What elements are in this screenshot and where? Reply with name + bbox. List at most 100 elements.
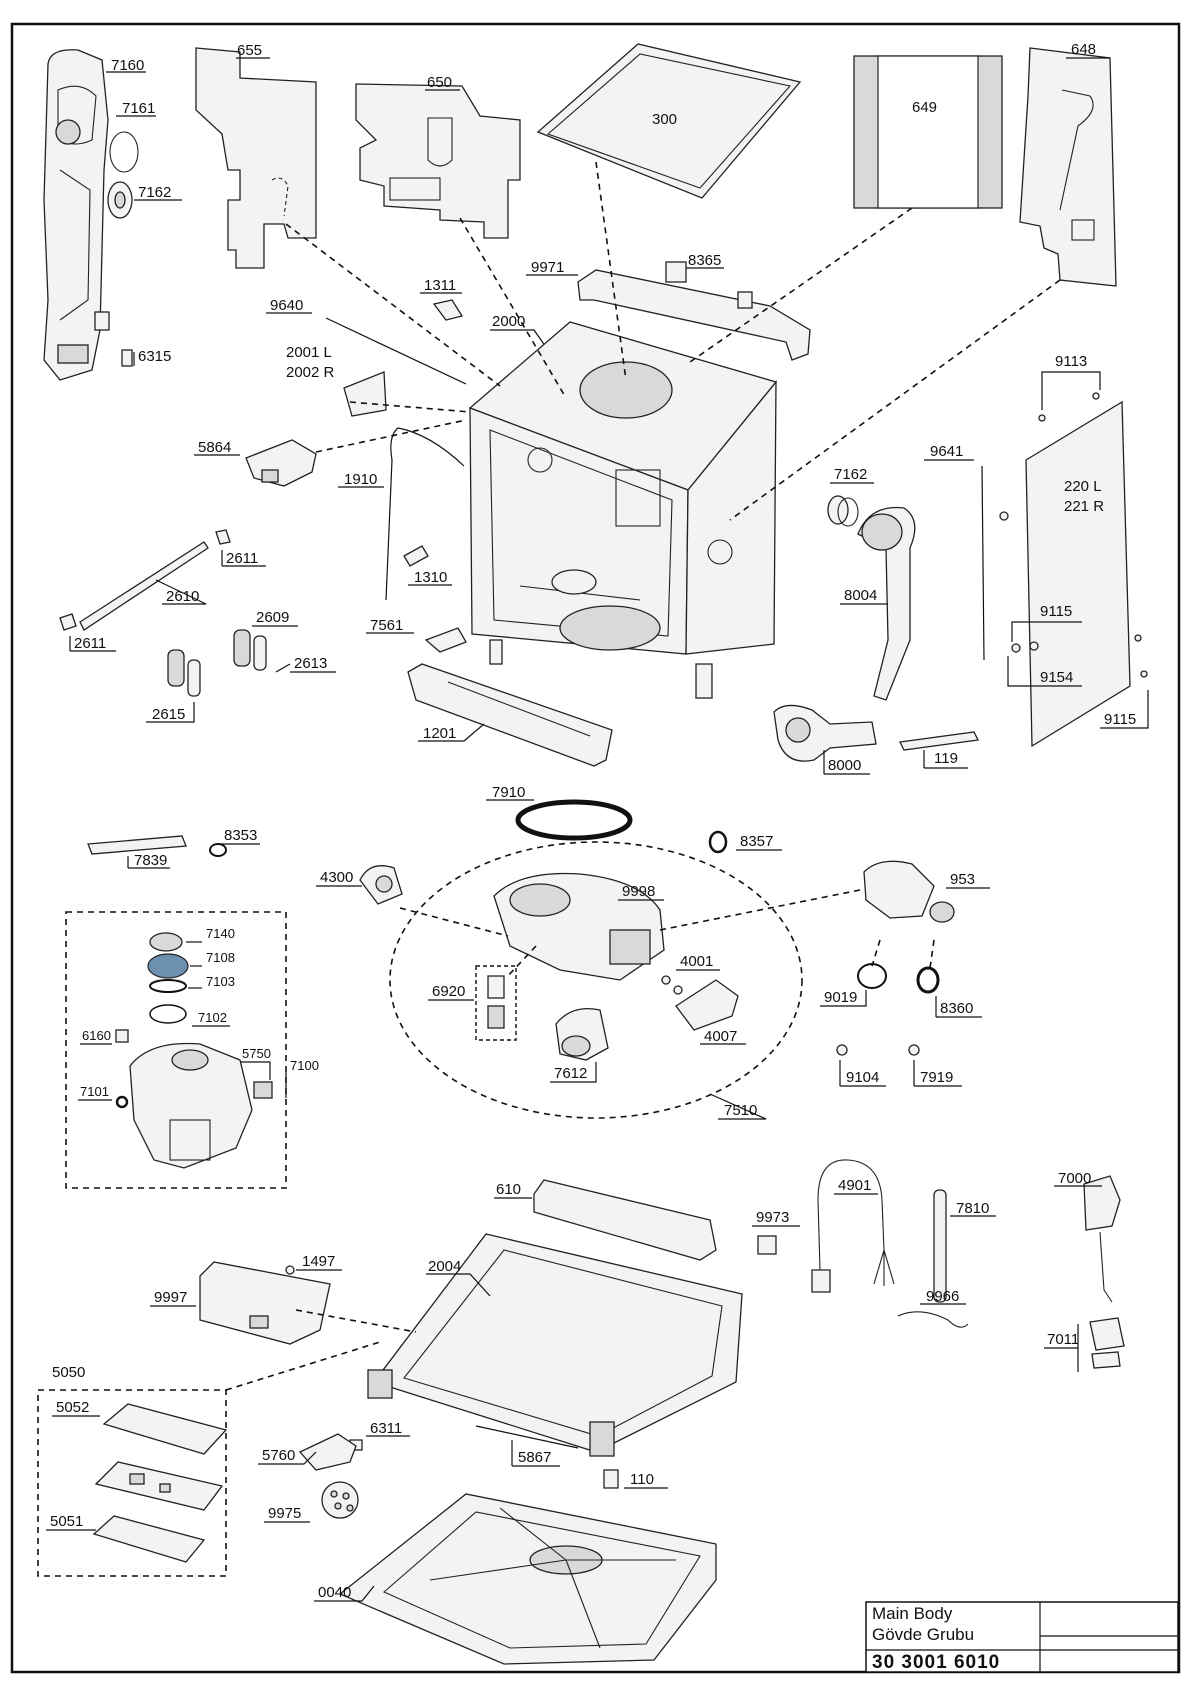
label-7000: 7000 [1058,1170,1091,1187]
label-9966: 9966 [926,1288,959,1305]
label-1310: 1310 [414,569,447,586]
label-7102: 7102 [198,1010,227,1025]
part-0040-base-tray [338,1493,717,1665]
part-7102-ring [149,1004,187,1024]
label-110: 110 [630,1471,654,1488]
part-7162-seal [107,181,133,219]
label-5867: 5867 [518,1449,551,1466]
label-953: 953 [950,871,975,888]
label-5051: 5051 [50,1513,83,1530]
label-7910: 7910 [492,784,525,801]
label-7162-right: 7162 [834,466,867,483]
part-7108-membrane [147,953,189,979]
label-8357: 8357 [740,833,773,850]
label-9113: 9113 [1055,353,1087,370]
label-7561: 7561 [370,617,403,634]
part-4001-screws [661,975,683,995]
part-655-insulation [195,47,317,269]
label-4007: 4007 [704,1028,737,1045]
part-7561-clip [424,627,467,653]
label-5050: 5050 [52,1364,85,1381]
sheet-border [10,22,1181,1674]
label-4001: 4001 [680,953,713,970]
label-9973: 9973 [756,1209,789,1226]
label-2610: 2610 [166,588,199,605]
part-5052-cover [102,1403,228,1455]
part-2613-pin [275,663,291,673]
part-8357-clamp [708,830,728,854]
part-9975-cover [321,1481,359,1519]
label-7103: 7103 [206,974,235,989]
part-1910-cable [385,427,465,601]
label-655: 655 [237,42,262,59]
part-5867-rod [475,1425,579,1449]
label-9115-bottom: 9115 [1104,711,1136,728]
part-648-side-insulation [1019,47,1117,287]
label-6311: 6311 [370,1420,402,1437]
label-9640: 9640 [270,297,303,314]
label-9997: 9997 [154,1289,187,1306]
label-8365: 8365 [688,252,721,269]
part-649-mesh-insulation [853,55,1003,209]
label-9971: 9971 [531,259,564,276]
part-610-front-panel [533,1179,717,1261]
part-9019-ring [857,963,887,989]
part-2001-2002-bracket [343,371,387,417]
part-5760-bracket [298,1433,357,1471]
label-8360: 8360 [940,1000,973,1017]
label-2000: 2000 [492,313,525,330]
part-8360-clamp [916,966,940,994]
part-5051-pcb-tray [92,1515,206,1563]
title-govde-grubu: Gövde Grubu [872,1625,974,1644]
label-7160: 7160 [111,57,144,74]
label-2004: 2004 [428,1258,461,1275]
part-110-foot [603,1469,619,1489]
part-6160-sensor [115,1029,129,1043]
label-7101: 7101 [80,1084,109,1099]
assembly-guide-lines [225,161,1061,1391]
part-9640-rod [325,317,467,385]
label-5750: 5750 [242,1046,271,1061]
part-9973-suppressor [757,1235,777,1255]
part-2004-base-frame [367,1233,743,1457]
part-4007-filter-housing [675,979,739,1031]
label-649: 649 [912,99,937,116]
part-7839-hose [87,835,187,855]
part-2610-rail [79,541,209,631]
part-4300-pump [359,865,403,905]
part-1497-screw [285,1265,295,1275]
part-7161-ring [109,131,139,173]
label-2611-bottom: 2611 [74,635,106,652]
drawing-code: 30 3001 6010 [872,1652,1000,1673]
label-2609: 2609 [256,609,289,626]
part-7612-heater-pump [555,1007,609,1061]
group-5050-outline [37,1389,227,1577]
part-2611-end-cap [215,529,231,545]
part-7011-bracket [1089,1317,1125,1369]
label-221: 221 R [1064,498,1104,515]
label-9641: 9641 [930,443,963,460]
label-9154: 9154 [1040,669,1073,686]
part-6920-sensor [475,965,517,1041]
part-1310-pin [403,545,429,567]
label-2611-top: 2611 [226,550,258,567]
part-7160-side-tray [43,49,110,381]
label-2001: 2001 L [286,344,332,361]
label-2615: 2615 [152,706,185,723]
title-main-body: Main Body [872,1604,953,1623]
label-9975: 9975 [268,1505,301,1522]
label-4300: 4300 [320,869,353,886]
label-8004: 8004 [844,587,877,604]
part-2611-end-cap-left [59,613,77,631]
part-300-top-panel [536,43,802,199]
label-648: 648 [1071,41,1096,58]
label-2002: 2002 R [286,364,335,381]
label-9104: 9104 [846,1069,879,1086]
part-8000-fan-unit [773,704,877,762]
part-2615-wheel [167,649,201,697]
label-220: 220 L [1064,478,1102,495]
part-5864-bracket [245,439,317,487]
label-1497: 1497 [302,1253,335,1270]
